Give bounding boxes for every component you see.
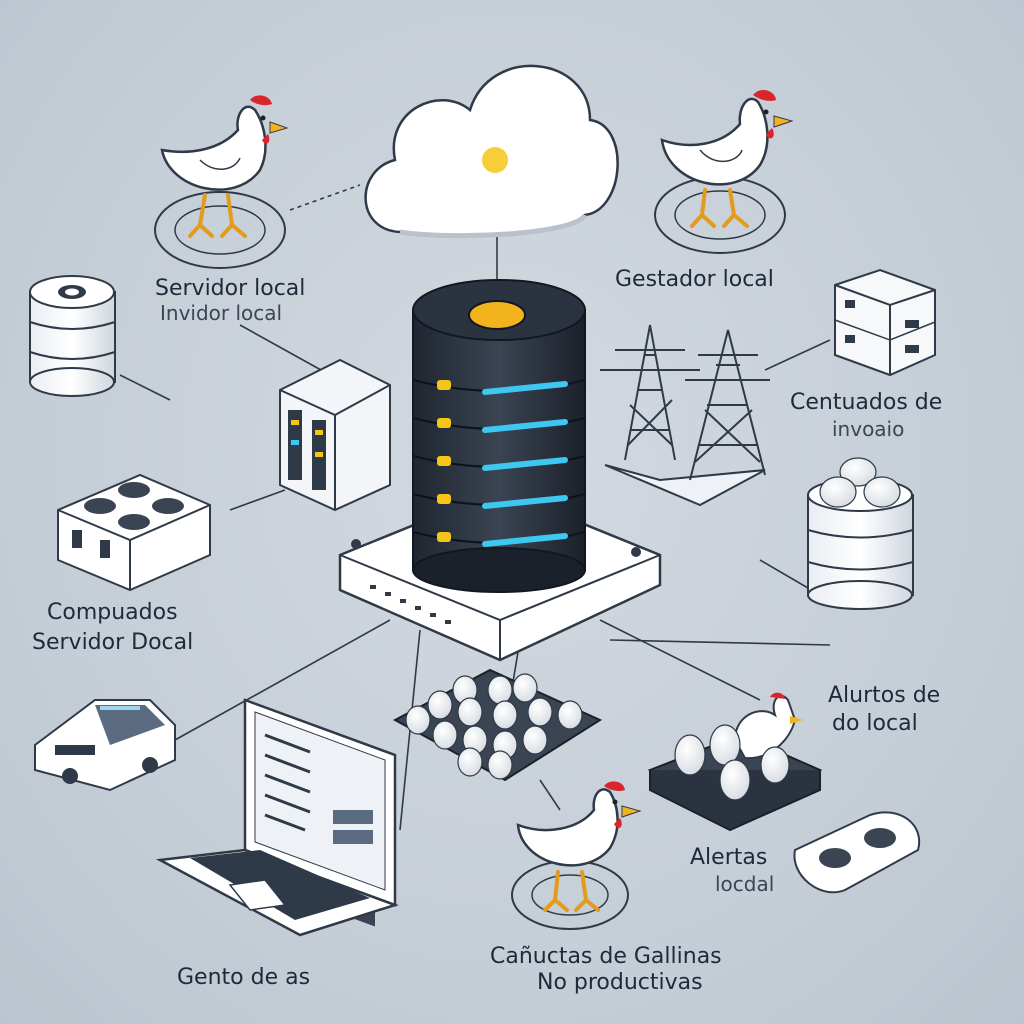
server-leds xyxy=(437,380,568,547)
laptop-icon xyxy=(155,698,399,937)
chicken-eggs-tray-icon xyxy=(647,692,823,832)
line-servidor-local xyxy=(239,324,331,376)
label-servidor-local: Servidor local xyxy=(155,276,306,301)
label-gallinas: Cañuctas de Gallinas xyxy=(490,944,722,969)
vehicle-icon xyxy=(34,699,176,792)
label-compuados: Compuados xyxy=(47,600,178,625)
sensor-pad-icon xyxy=(793,811,921,894)
chicken-icon xyxy=(154,95,289,269)
label-alertas: Alertas xyxy=(690,845,768,870)
cloud-icon xyxy=(364,64,619,239)
label-alertas-sub: locdal xyxy=(715,872,775,896)
line-car xyxy=(174,619,391,741)
line-chicken-cloud xyxy=(289,184,361,211)
egg-tray-icon xyxy=(392,668,603,782)
label-alurtos-sub: do local xyxy=(832,711,918,736)
chicken-icon xyxy=(511,781,642,930)
label-gestador-local: Gestador local xyxy=(615,267,774,292)
label-alurtos: Alurtos de xyxy=(828,683,941,708)
label-gallinas-sub: No productivas xyxy=(537,970,703,995)
package-boxes-icon xyxy=(834,268,936,377)
speaker-box-icon xyxy=(57,473,211,592)
egg-stack-icon xyxy=(807,457,914,610)
label-servidor-local-sub: Invidor local xyxy=(160,301,283,325)
label-gento: Gento de as xyxy=(177,965,311,990)
line-alurtos-2 xyxy=(609,639,831,646)
label-compuados-sub: Servidor Docal xyxy=(32,630,194,655)
chicken-icon xyxy=(654,89,794,254)
line-gallinas xyxy=(539,779,561,811)
line-alurtos xyxy=(599,619,761,701)
central-server-icon xyxy=(412,279,586,593)
network-cabinet-icon xyxy=(279,358,391,512)
disk-stack-icon xyxy=(29,275,116,397)
tower-icon xyxy=(600,324,770,507)
line-compuados xyxy=(229,489,286,511)
line-disk-stack xyxy=(119,374,171,401)
label-centuados-sub: invoaio xyxy=(832,417,905,441)
label-centuados: Centuados de xyxy=(790,390,943,415)
line-centuados xyxy=(764,339,831,371)
